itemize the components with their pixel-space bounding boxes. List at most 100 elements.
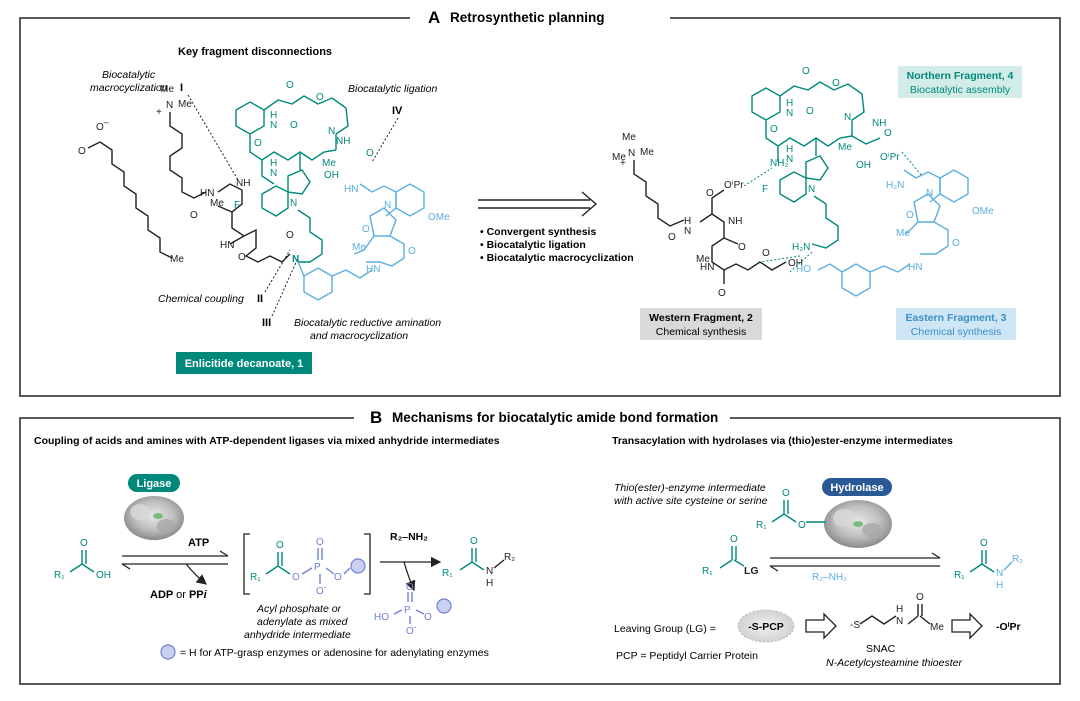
f3-n: N: [926, 188, 933, 199]
prod1-o: O: [470, 536, 478, 547]
c1-h-n2: H: [270, 158, 277, 169]
c1-ome: OMe: [428, 212, 450, 223]
strategy-3: • Biocatalytic macrocyclization: [480, 252, 634, 264]
nme3-me-top: Me: [160, 84, 174, 95]
byprod-p: P: [404, 605, 411, 616]
hydrolase-equilibrium: [769, 552, 941, 572]
f4-n-2: N: [786, 154, 793, 165]
retro-arrow: [478, 191, 598, 217]
c1-h-n1: H: [270, 110, 277, 121]
f4-nh: NH: [872, 118, 886, 129]
s-pcp-label: -S-PCP: [748, 621, 784, 633]
f3-hn: HN: [908, 262, 922, 273]
f2-nh: NH: [728, 216, 742, 227]
c1-o-w: O: [238, 252, 246, 263]
f2-o-5: O: [762, 248, 770, 259]
c1-hn-1: HN: [200, 188, 214, 199]
f2-me: Me: [696, 254, 710, 265]
hydrolase-label: Hydrolase: [830, 482, 883, 494]
thio-caption-1: Thio(ester)-enzyme intermediate: [614, 482, 766, 494]
pcp-definition: PCP = Peptidyl Carrier Protein: [616, 650, 758, 662]
c1-hn-w2: HN: [220, 240, 234, 251]
amine-reagent-2: R₂–NH₂: [812, 572, 847, 583]
f4-h-1: H: [786, 98, 793, 109]
inter-r1: R₁: [250, 572, 261, 583]
f2-me-top: Me: [622, 132, 636, 143]
western-name: Western Fragment, 2: [649, 312, 753, 324]
f2-o-2: O: [706, 188, 714, 199]
f4-me: Me: [838, 142, 852, 153]
f4-h-2: H: [786, 144, 793, 155]
f3-ho: HO: [796, 264, 811, 275]
decanoate-chain: [87, 141, 173, 259]
f4-n-pro: N: [844, 112, 851, 123]
f3-o-2: O: [952, 238, 960, 249]
c1-o-n2: O: [316, 92, 324, 103]
c1-hn-e: HN: [344, 184, 358, 195]
f2-h-1: H: [684, 216, 691, 227]
f4-n-indole: N: [808, 184, 815, 195]
f4-o-2: O: [832, 78, 840, 89]
label-numeral-iii: III: [262, 317, 271, 329]
c1-o-e2: O: [408, 246, 416, 257]
c1-o-w2: O: [286, 230, 294, 241]
northern-method: Biocatalytic assembly: [910, 84, 1011, 96]
adp-ppi-label: ADP or PPi: [150, 589, 208, 601]
intermediate-brackets: [243, 533, 371, 595]
acid-oh: OH: [96, 570, 111, 581]
thio-caption-2: with active site cysteine or serine: [614, 495, 768, 507]
c1-n-pro: N: [328, 126, 335, 137]
byprod-ho: HO: [374, 612, 389, 623]
decanoate-o-minus: O–: [96, 117, 109, 133]
panel-a-title-mask: [410, 6, 670, 30]
ligase-protein: [124, 496, 184, 540]
prod2-r1: R₁: [954, 570, 965, 581]
ligase-equilibrium: [121, 550, 229, 585]
hydrolase-protein: [824, 500, 892, 548]
northern-name: Northern Fragment, 4: [907, 70, 1014, 82]
northern-badge: [898, 66, 1022, 98]
c1-o-n4: O: [254, 138, 262, 149]
inter-o3: O: [316, 537, 324, 548]
snac-s: -S: [850, 620, 860, 631]
inter-o5: O: [334, 572, 342, 583]
f2-n: N: [628, 148, 635, 159]
f2-oipr: OⁱPr: [724, 180, 744, 191]
hydrolase-badge: [822, 478, 892, 496]
decanoate-me: Me: [170, 254, 184, 265]
label-numeral-ii: II: [257, 293, 263, 305]
label-biocat-macro-2: macrocyclization: [90, 82, 168, 94]
label-numeral-iv: IV: [392, 105, 403, 117]
acyl-caption-3: anhydride intermediate: [244, 629, 351, 641]
inter-p: P: [314, 562, 321, 573]
prod1-h: H: [486, 578, 493, 589]
thio-o2: O: [798, 520, 806, 531]
f3-h2n: H₂N: [886, 180, 904, 191]
thio-r1: R₁: [756, 520, 767, 531]
c1-nh-w1: NH: [236, 178, 250, 189]
c1-n-n2: N: [270, 168, 277, 179]
panel-b-letter: B: [370, 408, 382, 427]
acyllg-r1: R₁: [702, 566, 713, 577]
disconnection-lines: [187, 94, 399, 317]
panel-a-letter: A: [428, 8, 440, 27]
key-fragment-title: Key fragment disconnections: [178, 46, 332, 58]
f2-me-right: Me: [640, 147, 654, 158]
western-method: Chemical synthesis: [656, 326, 746, 338]
snac-n: N: [896, 616, 903, 627]
f4-n-1: N: [786, 108, 793, 119]
f2-n-1: N: [684, 226, 691, 237]
f4-oipr: OⁱPr: [880, 152, 900, 163]
panel-b-title: Mechanisms for biocatalytic amide bond f…: [392, 410, 718, 425]
c1-o-n3: O: [290, 120, 298, 131]
western-badge: [640, 308, 762, 340]
f2-oh: OH: [788, 258, 803, 269]
byprod-o1: O: [406, 582, 414, 593]
prod2-h: H: [996, 580, 1003, 591]
panel-b: B Mechanisms for biocatalytic amide bond…: [19, 405, 1061, 685]
c1-n-e: N: [384, 200, 391, 211]
label-redam-1: Biocatalytic reductive amination: [294, 317, 441, 329]
label-numeral-i: I: [180, 82, 183, 94]
